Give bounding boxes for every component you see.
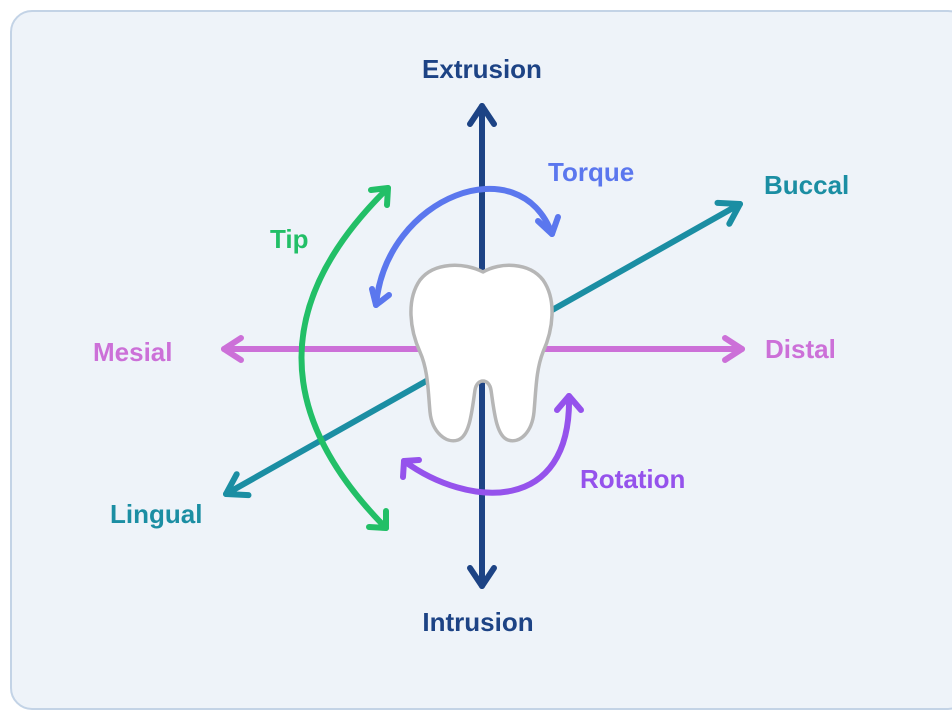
- distal-label: Distal: [765, 334, 836, 364]
- mesial-label: Mesial: [93, 337, 173, 367]
- intrusion-label: Intrusion: [422, 607, 533, 637]
- rotation-label: Rotation: [580, 464, 685, 494]
- extrusion-label: Extrusion: [422, 54, 542, 84]
- tip-label: Tip: [270, 224, 309, 254]
- torque-label: Torque: [548, 157, 634, 187]
- tooth-movement-diagram: Extrusion Intrusion Torque Buccal Tip Me…: [0, 0, 952, 674]
- buccal-label: Buccal: [764, 170, 849, 200]
- tip-arrow: [301, 188, 388, 528]
- lingual-label: Lingual: [110, 499, 202, 529]
